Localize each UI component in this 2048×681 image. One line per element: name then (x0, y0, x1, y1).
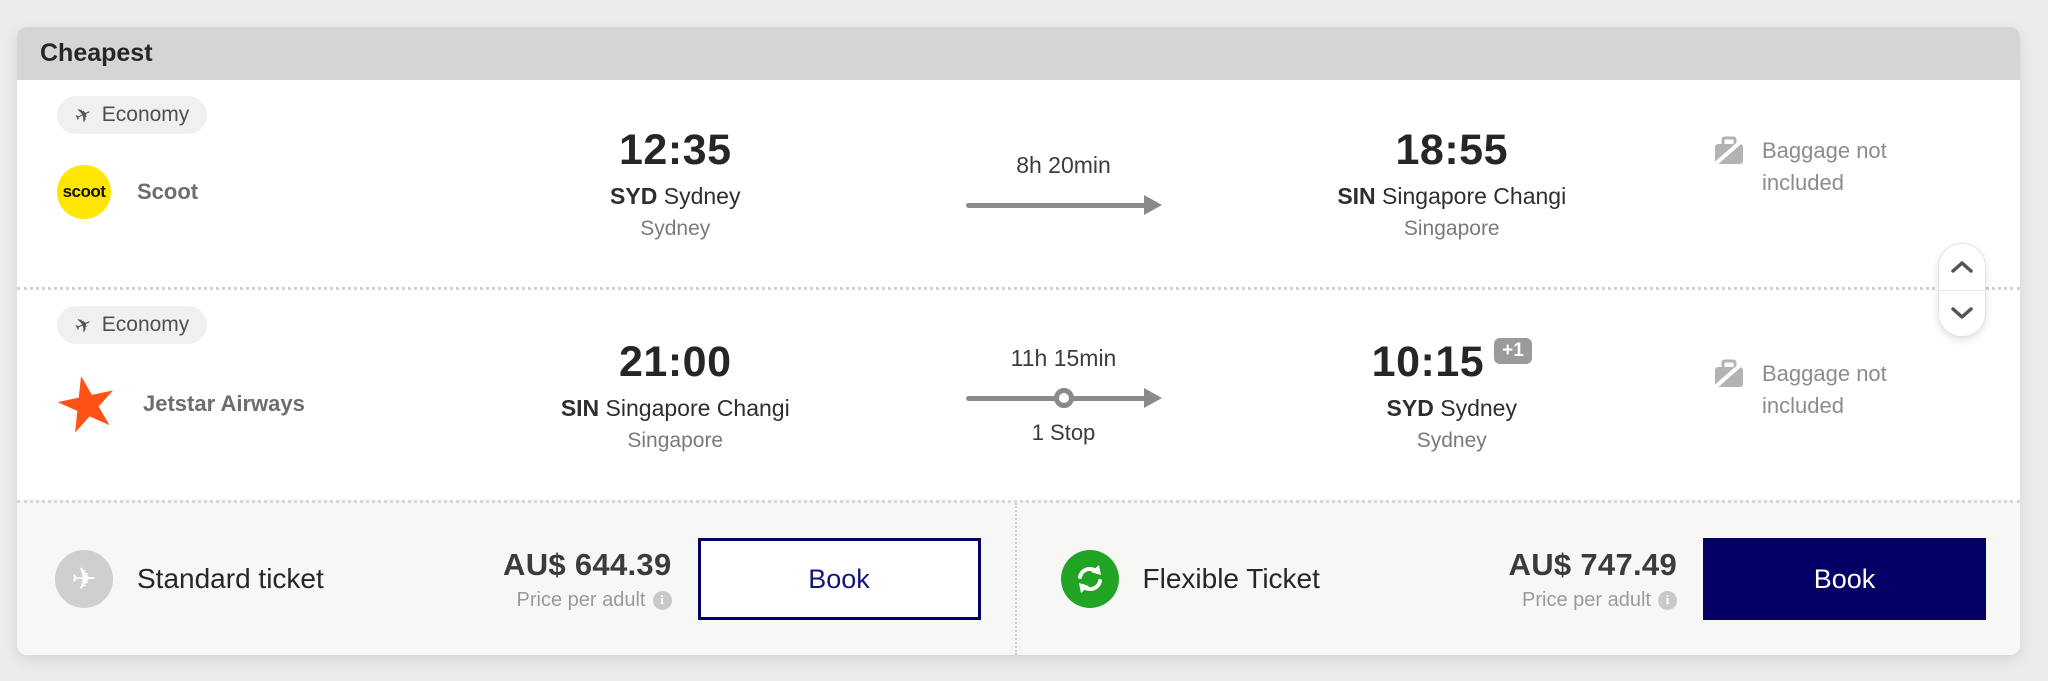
baggage-info: Baggage not included (1690, 358, 2020, 422)
baggage-note: Baggage not included (1762, 361, 1887, 418)
departure-airport-name: Sydney (663, 183, 741, 209)
ticket-name: Standard ticket (137, 563, 324, 594)
chevron-down-button[interactable] (1939, 290, 1985, 336)
flight-path-arrow-icon (965, 387, 1162, 408)
ticket-price: AU$ 644.39 (503, 546, 672, 582)
flight-result-card: Cheapest ✈ Economy scoot Scoot 12:35 SYD… (17, 27, 2020, 655)
airplane-icon: ✈ (71, 101, 96, 129)
info-icon[interactable]: i (1658, 590, 1677, 610)
airline-name: Jetstar Airways (143, 391, 305, 416)
chevron-up-icon (1951, 261, 1973, 273)
chevron-up-button[interactable] (1939, 244, 1985, 291)
refresh-arrows-icon (1077, 565, 1102, 593)
day-offset-badge: +1 (1494, 337, 1532, 364)
book-flexible-button[interactable]: Book (1703, 538, 1986, 620)
flight-leg-return[interactable]: ✈ Economy ★ Jetstar Airways 21:00 SIN Si… (17, 287, 2020, 500)
refresh-badge-icon (1060, 550, 1119, 608)
price-note-text: Price per adult (1522, 588, 1651, 611)
airline-identity: scoot Scoot (57, 164, 437, 220)
departure-city: Sydney (640, 217, 711, 240)
flight-leg-outbound[interactable]: ✈ Economy scoot Scoot 12:35 SYD Sydney S… (17, 80, 2020, 287)
price-note: Price per adult i (1509, 589, 1677, 612)
arrival-city: Sydney (1416, 428, 1487, 452)
baggage-info: Baggage not included (1690, 135, 2020, 199)
duration-label: 8h 20min (1016, 152, 1111, 178)
price-block: AU$ 747.49 Price per adult i (1509, 547, 1677, 612)
duration-block: 11h 15min 1 Stop (914, 345, 1214, 446)
price-note-text: Price per adult (516, 588, 646, 611)
flexible-ticket-option: Flexible Ticket AU$ 747.49 Price per adu… (1014, 503, 2021, 655)
baggage-not-included-icon (1712, 359, 1746, 391)
arrival-station: SIN Singapore Changi (1214, 183, 1691, 210)
card-header: Cheapest (17, 27, 2020, 80)
scoot-logo-icon: scoot (57, 165, 111, 219)
arrival-airport-name: Sydney (1440, 394, 1517, 421)
departure-station: SYD Sydney (437, 183, 914, 210)
ticket-options-section: ✈ Standard ticket AU$ 644.39 Price per a… (17, 500, 2020, 655)
departure-airport-name: Singapore Changi (605, 394, 790, 421)
airline-identity: ★ Jetstar Airways (46, 356, 437, 451)
cabin-class-badge: ✈ Economy (57, 96, 208, 134)
flight-path-arrow-icon (965, 195, 1162, 215)
airline-cell: ✈ Economy ★ Jetstar Airways (17, 290, 437, 500)
arrival-airport-code: SYD (1386, 394, 1434, 421)
arrival-city: Singapore (1403, 217, 1500, 240)
departure-station: SIN Singapore Changi (437, 395, 914, 422)
cabin-class-label: Economy (101, 313, 190, 336)
baggage-not-included-icon (1712, 136, 1746, 167)
departure-city: Singapore (627, 428, 724, 452)
info-icon[interactable]: i (652, 590, 672, 610)
airline-cell: ✈ Economy scoot Scoot (17, 80, 437, 287)
departure-time: 21:00 (619, 337, 732, 386)
departure-block: 12:35 SYD Sydney Sydney (437, 126, 914, 241)
duration-label: 11h 15min (1010, 344, 1117, 371)
departure-block: 21:00 SIN Singapore Changi Singapore (437, 338, 914, 453)
airline-name: Scoot (137, 179, 199, 204)
stops-label: 1 Stop (1031, 419, 1096, 445)
book-standard-button[interactable]: Book (697, 538, 981, 620)
price-block: AU$ 644.39 Price per adult i (503, 546, 672, 612)
arrival-airport-code: SIN (1337, 183, 1376, 209)
arrival-time-value: 10:15 (1371, 337, 1485, 386)
departure-airport-code: SYD (610, 183, 658, 209)
jetstar-star-logo-icon: ★ (45, 356, 128, 452)
arrival-airport-name: Singapore Changi (1382, 183, 1567, 209)
departure-airport-code: SIN (560, 394, 600, 421)
baggage-note: Baggage not included (1762, 137, 1887, 195)
ticket-name: Flexible Ticket (1142, 563, 1320, 594)
ticket-price: AU$ 747.49 (1508, 546, 1677, 582)
cabin-class-badge: ✈ Economy (57, 306, 208, 344)
arrival-station: SYD Sydney (1214, 395, 1691, 422)
duration-block: 8h 20min (914, 152, 1214, 215)
arrival-time: 10:15 +1 (1214, 337, 1691, 387)
stopover-dot-icon (1053, 387, 1074, 408)
standard-ticket-option: ✈ Standard ticket AU$ 644.39 Price per a… (17, 503, 1015, 655)
expand-collapse-control (1938, 243, 1986, 337)
airplane-icon: ✈ (71, 311, 96, 339)
plane-circle-icon: ✈ (55, 550, 113, 608)
arrival-time: 18:55 (1395, 126, 1508, 174)
card-title: Cheapest (40, 39, 153, 67)
chevron-down-icon (1951, 307, 1973, 319)
departure-time: 12:35 (619, 126, 732, 174)
cabin-class-label: Economy (101, 103, 190, 126)
arrival-block: 18:55 SIN Singapore Changi Singapore (1214, 126, 1691, 241)
price-note: Price per adult i (503, 588, 672, 612)
arrival-block: 10:15 +1 SYD Sydney Sydney (1214, 337, 1691, 453)
